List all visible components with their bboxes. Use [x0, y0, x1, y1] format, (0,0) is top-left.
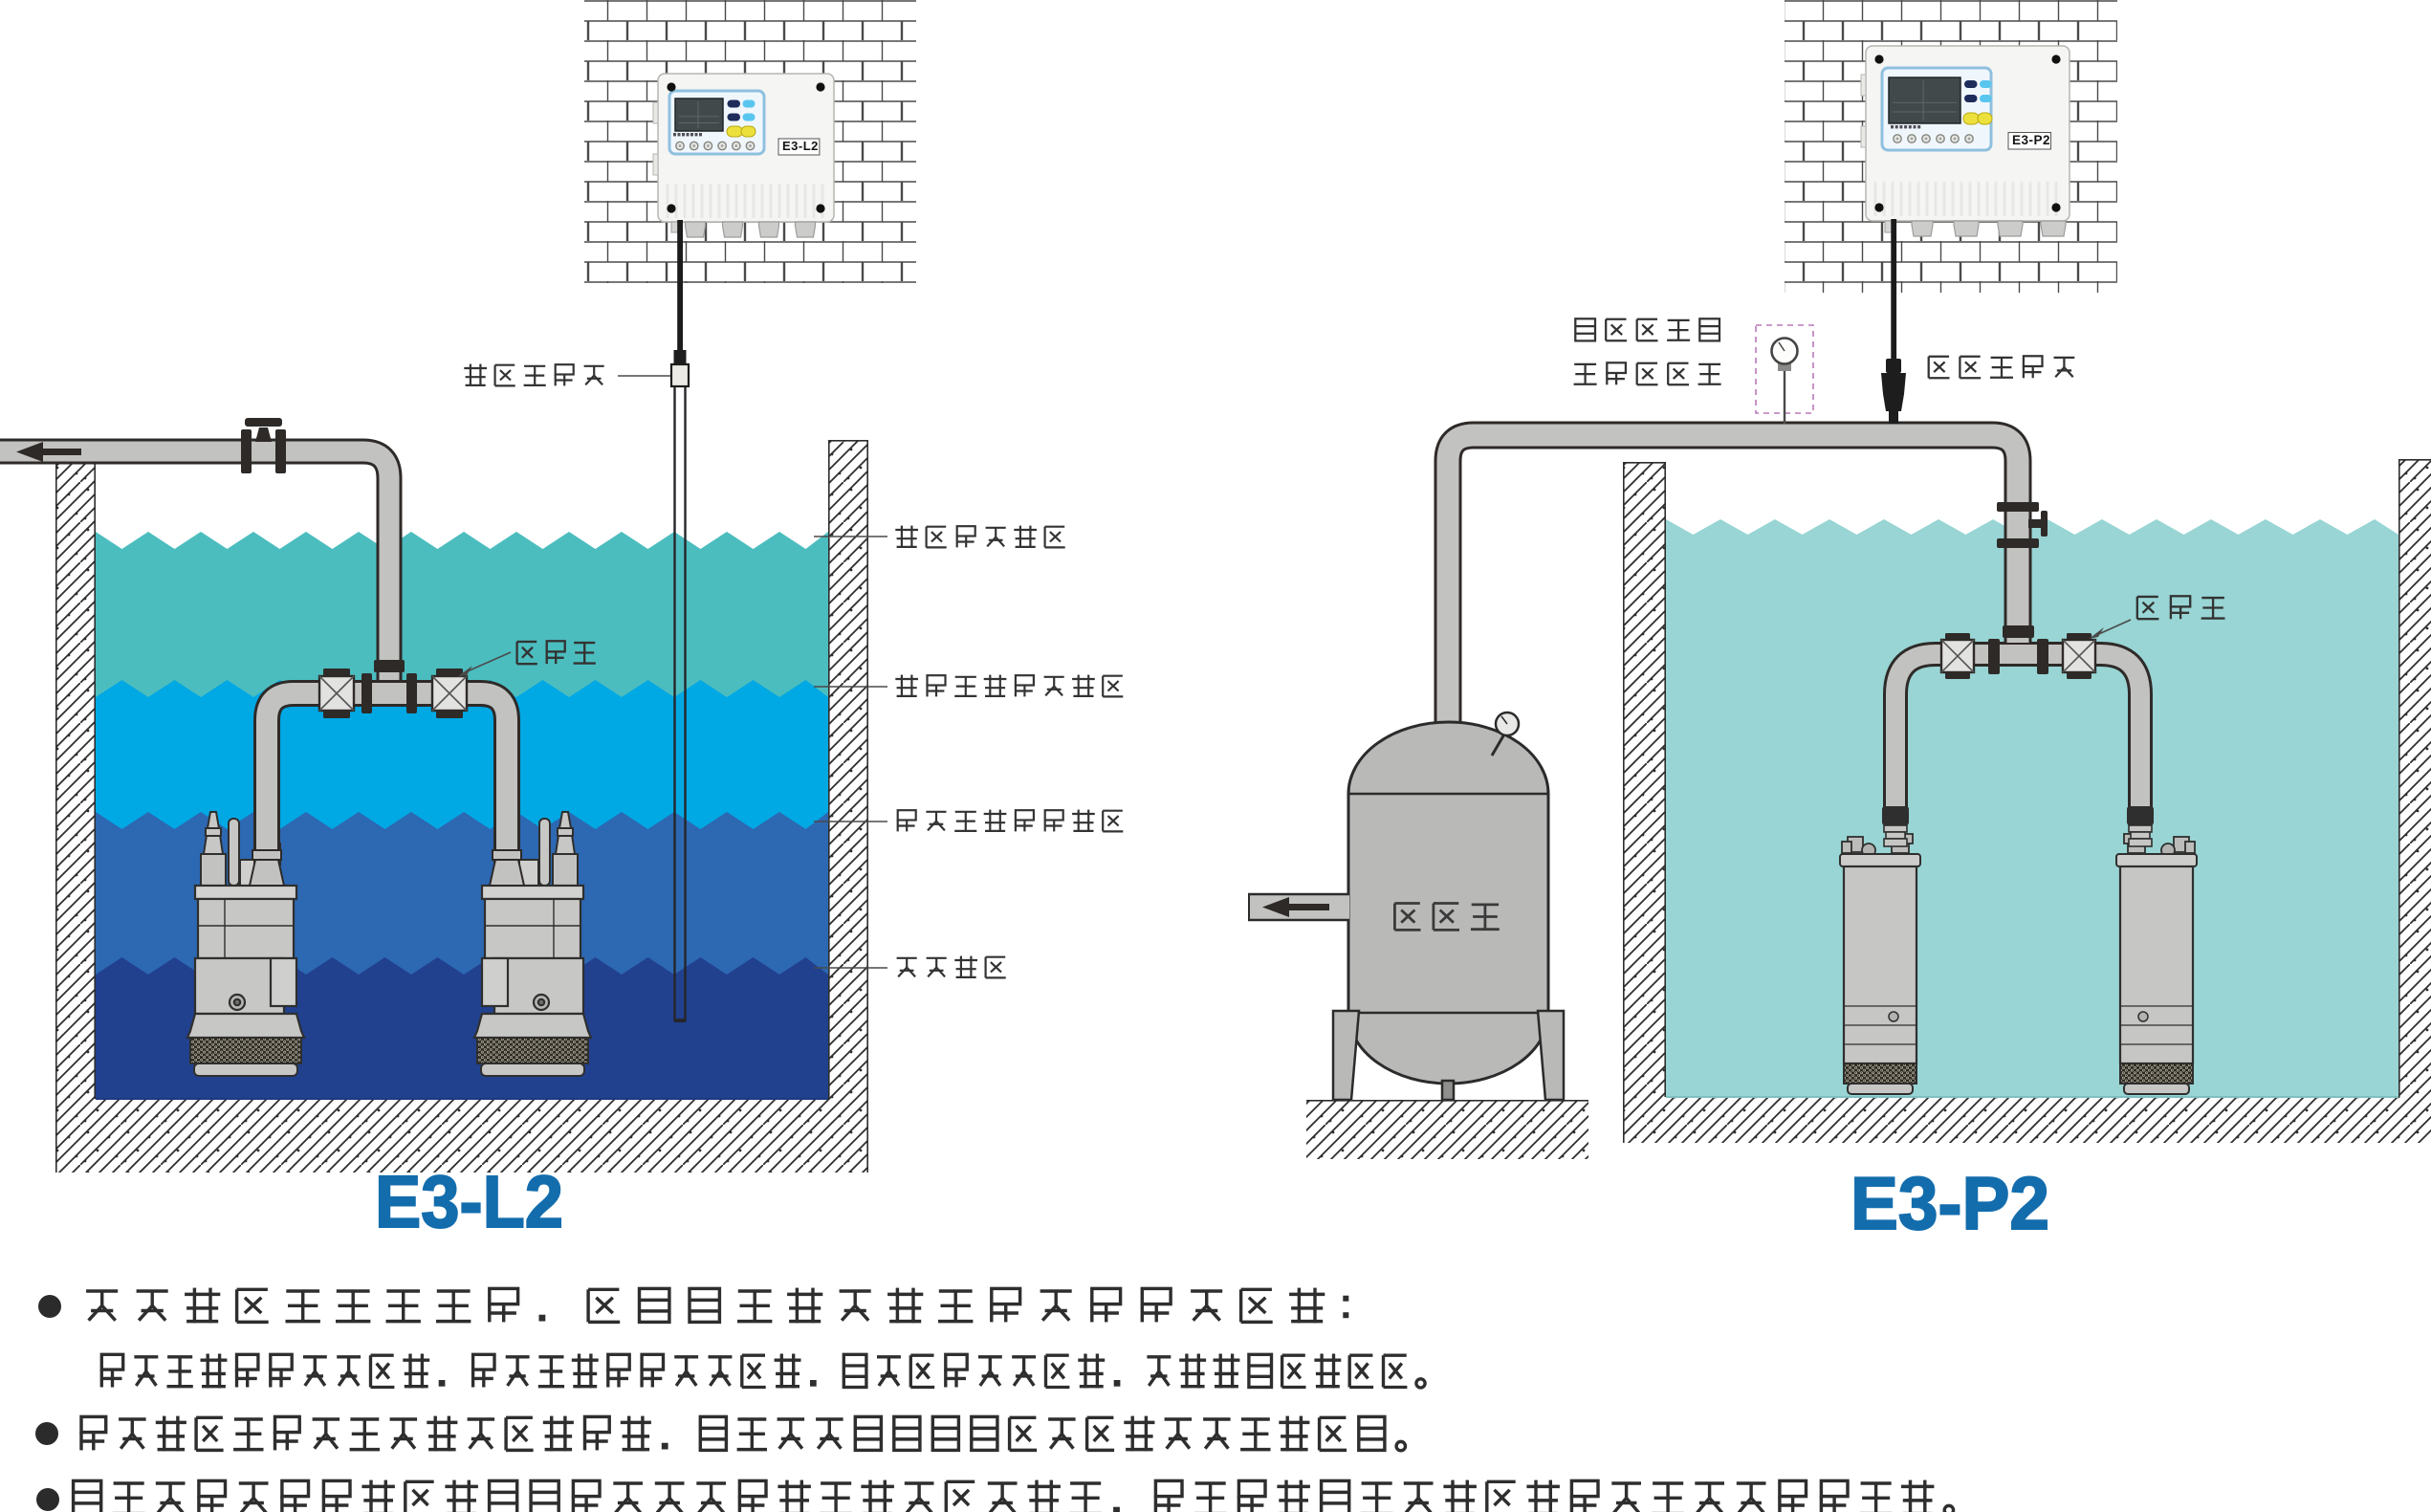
svg-text:E3-L2: E3-L2: [375, 1161, 563, 1243]
svg-text:E3-L2: E3-L2: [782, 139, 819, 153]
svg-text:E3-P2: E3-P2: [2012, 133, 2050, 147]
svg-text:E3-P2: E3-P2: [1851, 1161, 2049, 1245]
